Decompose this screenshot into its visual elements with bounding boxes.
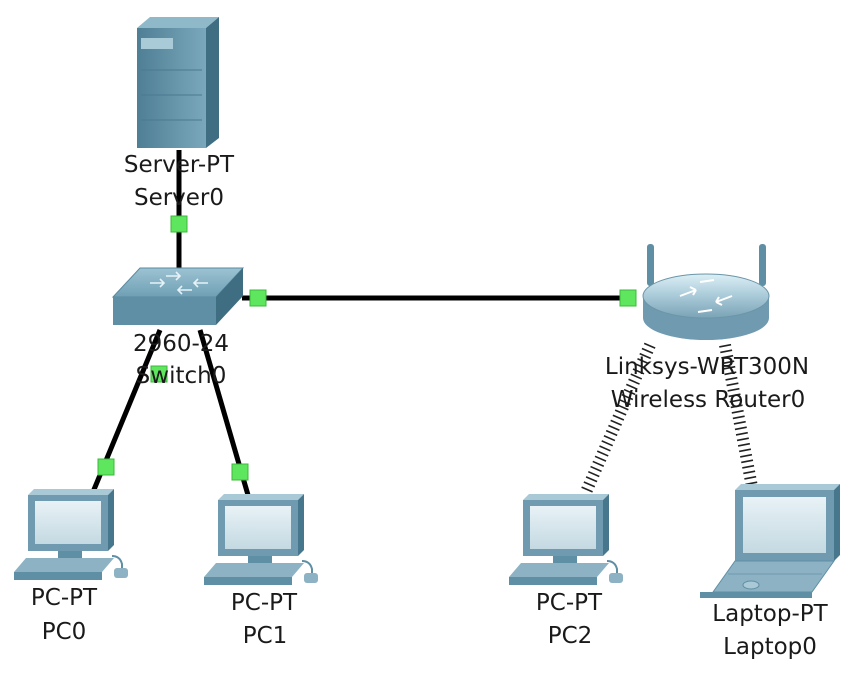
port-light [97, 458, 115, 476]
port-lights [97, 215, 637, 481]
device-server0[interactable]: Server-PT Server0 [124, 17, 235, 211]
device-pc0[interactable]: PC-PT PC0 [14, 489, 128, 645]
pc-icon [509, 494, 623, 585]
pc-icon [204, 494, 318, 585]
device-name-label: PC2 [548, 623, 593, 649]
server-icon [137, 17, 219, 148]
device-name-label: Wireless Router0 [611, 387, 805, 413]
laptop-icon [700, 484, 840, 598]
device-model-label: PC-PT [231, 590, 298, 616]
port-light [170, 215, 188, 233]
device-name-label: Laptop0 [723, 634, 817, 660]
wireless-router-icon [642, 244, 770, 340]
pc-icon [14, 489, 128, 580]
port-light [249, 289, 267, 307]
device-model-label: Laptop-PT [712, 601, 828, 627]
device-model-label: Linksys-WRT300N [605, 354, 809, 380]
device-switch0[interactable]: 2960-24 Switch0 [111, 267, 245, 389]
device-name-label: Switch0 [136, 363, 227, 389]
device-name-label: PC0 [42, 619, 87, 645]
device-model-label: PC-PT [536, 590, 603, 616]
device-model-label: 2960-24 [133, 331, 229, 357]
device-model-label: PC-PT [31, 585, 98, 611]
switch-icon [111, 267, 245, 325]
device-name-label: Server0 [134, 185, 224, 211]
device-pc1[interactable]: PC-PT PC1 [204, 494, 318, 649]
device-model-label: Server-PT [124, 152, 235, 178]
port-light [150, 365, 168, 383]
device-name-label: PC1 [243, 623, 288, 649]
device-router0[interactable]: Linksys-WRT300N Wireless Router0 [605, 244, 809, 413]
port-light [619, 289, 637, 307]
device-laptop0[interactable]: Laptop-PT Laptop0 [700, 484, 840, 660]
device-pc2[interactable]: PC-PT PC2 [509, 494, 623, 649]
port-light [231, 463, 249, 481]
